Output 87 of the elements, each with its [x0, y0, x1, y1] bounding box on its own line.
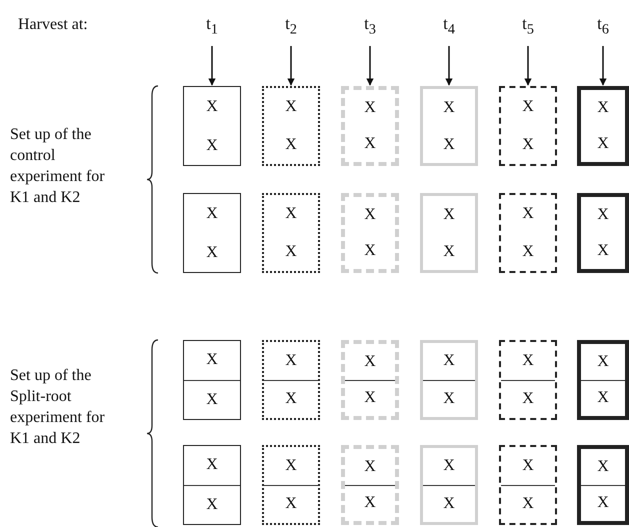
plant-mark: X — [443, 242, 455, 260]
pot-box — [341, 193, 399, 273]
time-point-label: t$_{1}$ — [192, 8, 232, 46]
pot-box — [420, 193, 478, 273]
pot-box — [183, 340, 241, 420]
arrow — [366, 46, 374, 86]
plant-mark: X — [285, 390, 297, 408]
plant-mark: X — [522, 390, 534, 408]
pot-box — [341, 86, 399, 166]
arrow — [287, 46, 295, 86]
plant-mark: X — [206, 456, 218, 474]
plant-mark: X — [443, 98, 455, 116]
plant-mark: X — [522, 98, 534, 116]
pot-box — [341, 445, 399, 525]
group-label: Set up of the Split-root experiment for K1 and K2 — [10, 366, 106, 449]
plant-mark: X — [443, 136, 455, 154]
pot-box — [577, 86, 629, 166]
plant-mark: X — [206, 390, 218, 409]
pot-box — [183, 193, 241, 273]
plant-mark: X — [364, 99, 376, 117]
pot-box — [499, 193, 557, 273]
harvest-heading: Harvest at: — [18, 15, 89, 35]
plant-mark: X — [206, 98, 218, 116]
plant-mark: X — [364, 206, 376, 224]
time-point-label: t$_{2}$ — [271, 8, 311, 46]
plant-mark: X — [597, 206, 609, 224]
arrow — [599, 46, 607, 86]
plant-mark: X — [206, 204, 218, 222]
pot-box — [420, 445, 478, 525]
plant-mark: X — [364, 242, 376, 260]
plant-mark: X — [443, 457, 455, 476]
pot-box — [183, 86, 241, 166]
plant-mark: X — [597, 389, 609, 408]
plant-mark: X — [206, 136, 218, 154]
group-label: Set up of the control experiment for K1 and K2 — [10, 125, 106, 208]
pot-box — [499, 340, 557, 420]
pot-box — [183, 445, 241, 525]
plant-mark: X — [597, 494, 609, 512]
plant-mark: X — [522, 136, 534, 154]
pot-box — [499, 445, 557, 525]
pot-box — [577, 340, 629, 420]
plant-mark: X — [597, 458, 609, 476]
pot-box — [262, 340, 320, 420]
pot-box — [420, 340, 478, 420]
plant-mark: X — [522, 352, 534, 370]
plant-mark: X — [443, 352, 455, 370]
plant-mark: X — [285, 136, 297, 154]
plant-mark: X — [285, 98, 297, 116]
plant-mark: X — [522, 205, 534, 223]
plant-mark: X — [206, 496, 218, 514]
plant-mark: X — [206, 244, 218, 262]
plant-mark: X — [285, 352, 297, 370]
plant-mark: X — [285, 456, 297, 475]
pot-box — [499, 86, 557, 166]
time-point-label: t$_{4}$ — [429, 8, 469, 46]
plant-mark: X — [364, 494, 376, 512]
pot-box — [420, 86, 478, 166]
pot-box — [262, 86, 320, 166]
arrow — [524, 46, 532, 86]
time-point-label: t$_{3}$ — [350, 8, 390, 46]
plant-mark: X — [443, 206, 455, 224]
plant-mark: X — [597, 135, 609, 153]
plant-mark: X — [206, 351, 218, 370]
plant-mark: X — [522, 456, 534, 475]
plant-mark: X — [522, 243, 534, 261]
pot-box — [341, 340, 399, 420]
plant-mark: X — [285, 205, 297, 223]
pot-box — [262, 193, 320, 273]
plant-mark: X — [522, 495, 534, 514]
plant-mark: X — [285, 243, 297, 261]
pot-box — [262, 445, 320, 525]
time-point-label: t$_{6}$ — [583, 8, 623, 46]
plant-mark: X — [285, 495, 297, 514]
arrow — [208, 46, 216, 86]
plant-mark: X — [597, 242, 609, 260]
plant-mark: X — [364, 135, 376, 153]
plant-mark: X — [597, 99, 609, 117]
pot-box — [577, 445, 629, 525]
pot-box — [577, 193, 629, 273]
plant-mark: X — [597, 352, 609, 371]
plant-mark: X — [443, 390, 455, 408]
arrow — [445, 46, 453, 86]
plant-mark: X — [364, 352, 376, 371]
plant-mark: X — [364, 389, 376, 408]
plant-mark: X — [364, 458, 376, 476]
plant-mark: X — [443, 494, 455, 513]
time-point-label: t$_{5}$ — [508, 8, 548, 46]
